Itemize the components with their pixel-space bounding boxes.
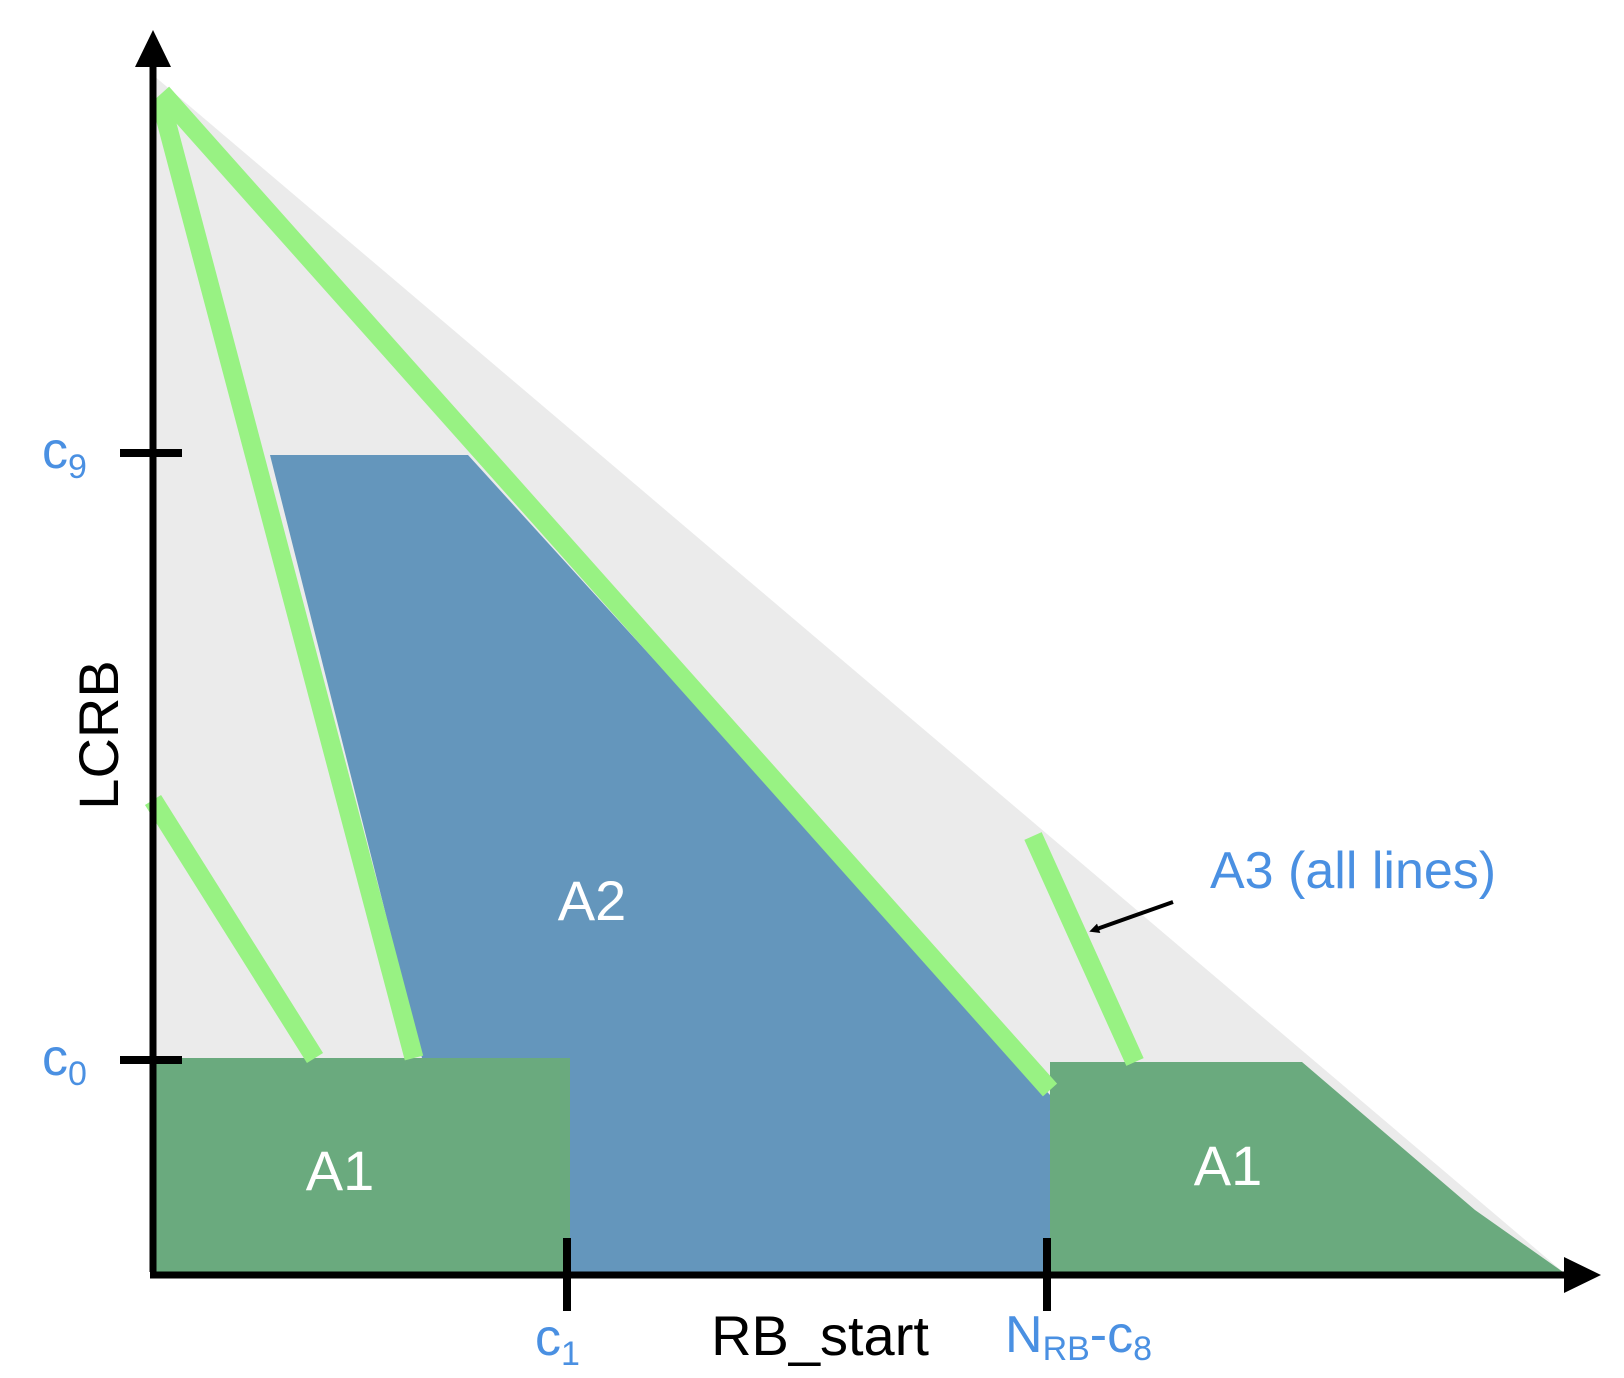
tick-label-x-left: c1 <box>535 1309 580 1373</box>
x-axis-label: RB_start <box>711 1304 929 1367</box>
tick-label-y-lower-base: c <box>42 1029 68 1087</box>
tick-label-y-upper-base: c <box>42 422 68 480</box>
a1-region-left <box>153 1058 570 1272</box>
region-label-a1-left: A1 <box>306 1139 375 1202</box>
tick-label-x-left-base: c <box>535 1309 561 1367</box>
a3-line-bottom-left <box>144 794 324 1064</box>
y-axis-arrowhead <box>135 30 171 67</box>
tick-label-y-upper: c9 <box>42 422 87 486</box>
a1-region-right <box>1050 1062 1563 1272</box>
tick-label-y-lower: c0 <box>42 1029 87 1093</box>
a3-line-steep <box>150 95 424 1061</box>
axes <box>149 62 1570 1279</box>
a3-annotation-label: A3 (all lines) <box>1210 842 1496 900</box>
x-axis-arrowhead <box>1564 1257 1601 1293</box>
tick-label-y-upper-sub: 9 <box>68 448 87 486</box>
a2-region <box>270 455 1050 1272</box>
region-label-a2: A2 <box>558 869 627 932</box>
tick-label-x-right: NRB-c8 <box>1005 1306 1152 1368</box>
a3-line-right <box>1024 832 1144 1066</box>
tick-label-y-lower-sub: 0 <box>68 1055 87 1093</box>
tick-label-x-right-sub: RB <box>1043 1330 1090 1368</box>
tick-label-x-left-sub: 1 <box>561 1335 580 1373</box>
tick-marks <box>120 449 1051 1311</box>
a3-lines <box>144 86 1144 1097</box>
tick-label-x-right-pre: N <box>1005 1306 1043 1364</box>
region-label-a1-right: A1 <box>1194 1134 1263 1197</box>
y-axis-label: LCRB <box>67 660 130 809</box>
a3-annotation-arrow <box>1089 900 1174 934</box>
tick-label-x-right-post: -c <box>1090 1306 1133 1364</box>
tick-label-x-right-post-sub: 8 <box>1133 1330 1152 1368</box>
a3-line-long <box>154 86 1058 1097</box>
